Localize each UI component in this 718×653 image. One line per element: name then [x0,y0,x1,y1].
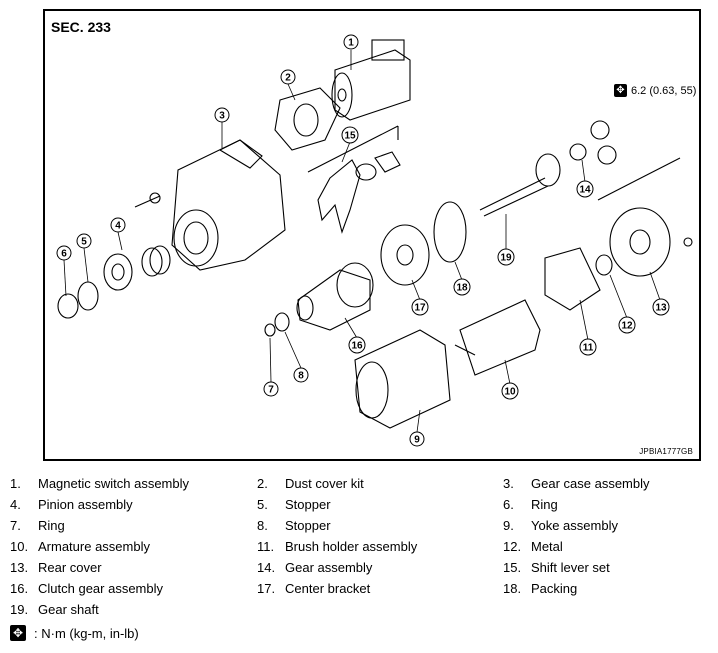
callout-6: 6 [56,245,72,261]
legend-item: 13.Rear cover [10,560,102,575]
bolt-part [134,195,161,208]
svg-text:11: 11 [583,343,594,354]
yoke-part [354,329,451,429]
magnetic-switch-part [331,39,411,121]
legend-item: 18.Packing [503,581,578,596]
legend-item: 17.Center bracket [257,581,371,596]
svg-text:13: 13 [655,303,667,314]
callout-15: 15 [341,126,359,144]
svg-text:5: 5 [81,237,87,248]
legend-item: 5.Stopper [257,497,331,512]
brush-holder-part [544,247,601,311]
legend-item: 15.Shift lever set [503,560,610,575]
svg-text:1: 1 [348,38,354,49]
legend-item: 11.Brush holder assembly [257,539,418,554]
callout-13: 13 [652,298,670,316]
svg-text:17: 17 [414,303,426,314]
callout-11: 11 [579,338,597,356]
svg-text:3: 3 [219,111,225,122]
callout-4: 4 [110,217,126,233]
legend-item: 6.Ring [503,497,558,512]
legend-item: 10.Armature assembly [10,539,150,554]
starter-motor-exploded-view: 1 2 3 4 5 6 7 8 9 10 11 12 13 14 15 16 1… [56,34,693,447]
svg-text:9: 9 [414,435,420,446]
callout-7: 7 [263,381,279,397]
callout-14: 14 [576,180,594,198]
legend-item: 19.Gear shaft [10,602,99,617]
svg-text:14: 14 [579,185,591,196]
svg-text:7: 7 [268,385,274,396]
legend-item: 1.Magnetic switch assembly [10,476,189,491]
callout-19: 19 [497,248,515,266]
svg-text:19: 19 [500,253,512,264]
callout-18: 18 [453,278,471,296]
svg-text:4: 4 [115,221,121,232]
torque-unit-footnote: ✥ : N·m (kg-m, in-lb) [10,625,139,641]
section-label: SEC. 233 [51,19,111,35]
callout-12: 12 [618,316,636,334]
callout-5: 5 [76,233,92,249]
torque-wrench-icon: ✥ [614,84,627,97]
legend-item: 16.Clutch gear assembly [10,581,163,596]
svg-text:6: 6 [61,249,67,260]
callout-3: 3 [214,107,230,123]
gear-case-part [171,139,286,271]
stopper-part [77,281,99,311]
shift-lever-part [307,125,401,234]
rear-cover-part [609,207,671,277]
metal-part [595,254,613,276]
legend-item: 12.Metal [503,539,563,554]
svg-text:12: 12 [621,321,633,332]
callout-9: 9 [409,431,425,447]
gear-14-a [590,120,610,140]
ring-part [57,293,79,319]
svg-text:15: 15 [344,131,356,142]
through-bolt-part [597,157,681,201]
armature-part [454,299,541,376]
center-bracket-part [380,224,430,286]
svg-text:18: 18 [456,283,468,294]
legend-item: 7.Ring [10,518,65,533]
legend-item: 2.Dust cover kit [257,476,364,491]
callout-10: 10 [501,382,519,400]
legend-item: 9.Yoke assembly [503,518,618,533]
legend-item: 14.Gear assembly [257,560,373,575]
legend-item: 8.Stopper [257,518,331,533]
clutch-gear-part [296,262,374,331]
legend-item: 3.Gear case assembly [503,476,650,491]
callout-17: 17 [411,298,429,316]
torque-spec: ✥ 6.2 (0.63, 55) [614,84,696,97]
footnote-text: : N·m (kg-m, in-lb) [34,625,139,641]
torque-wrench-icon: ✥ [10,625,26,641]
svg-text:10: 10 [504,387,516,398]
torque-value: 6.2 (0.63, 55) [631,84,697,97]
dust-cover-part [274,87,341,151]
callout-1: 1 [343,34,359,50]
packing-part [433,201,467,263]
gear-shaft-part [479,153,561,217]
callout-16: 16 [348,336,366,354]
callout-8: 8 [293,367,309,383]
svg-text:2: 2 [285,73,291,84]
callout-2: 2 [280,69,296,85]
figure-code: JPBIA1777GB [639,447,693,456]
svg-text:8: 8 [298,371,304,382]
svg-text:16: 16 [351,341,363,352]
legend-item: 4.Pinion assembly [10,497,133,512]
pinion-part [103,245,171,291]
